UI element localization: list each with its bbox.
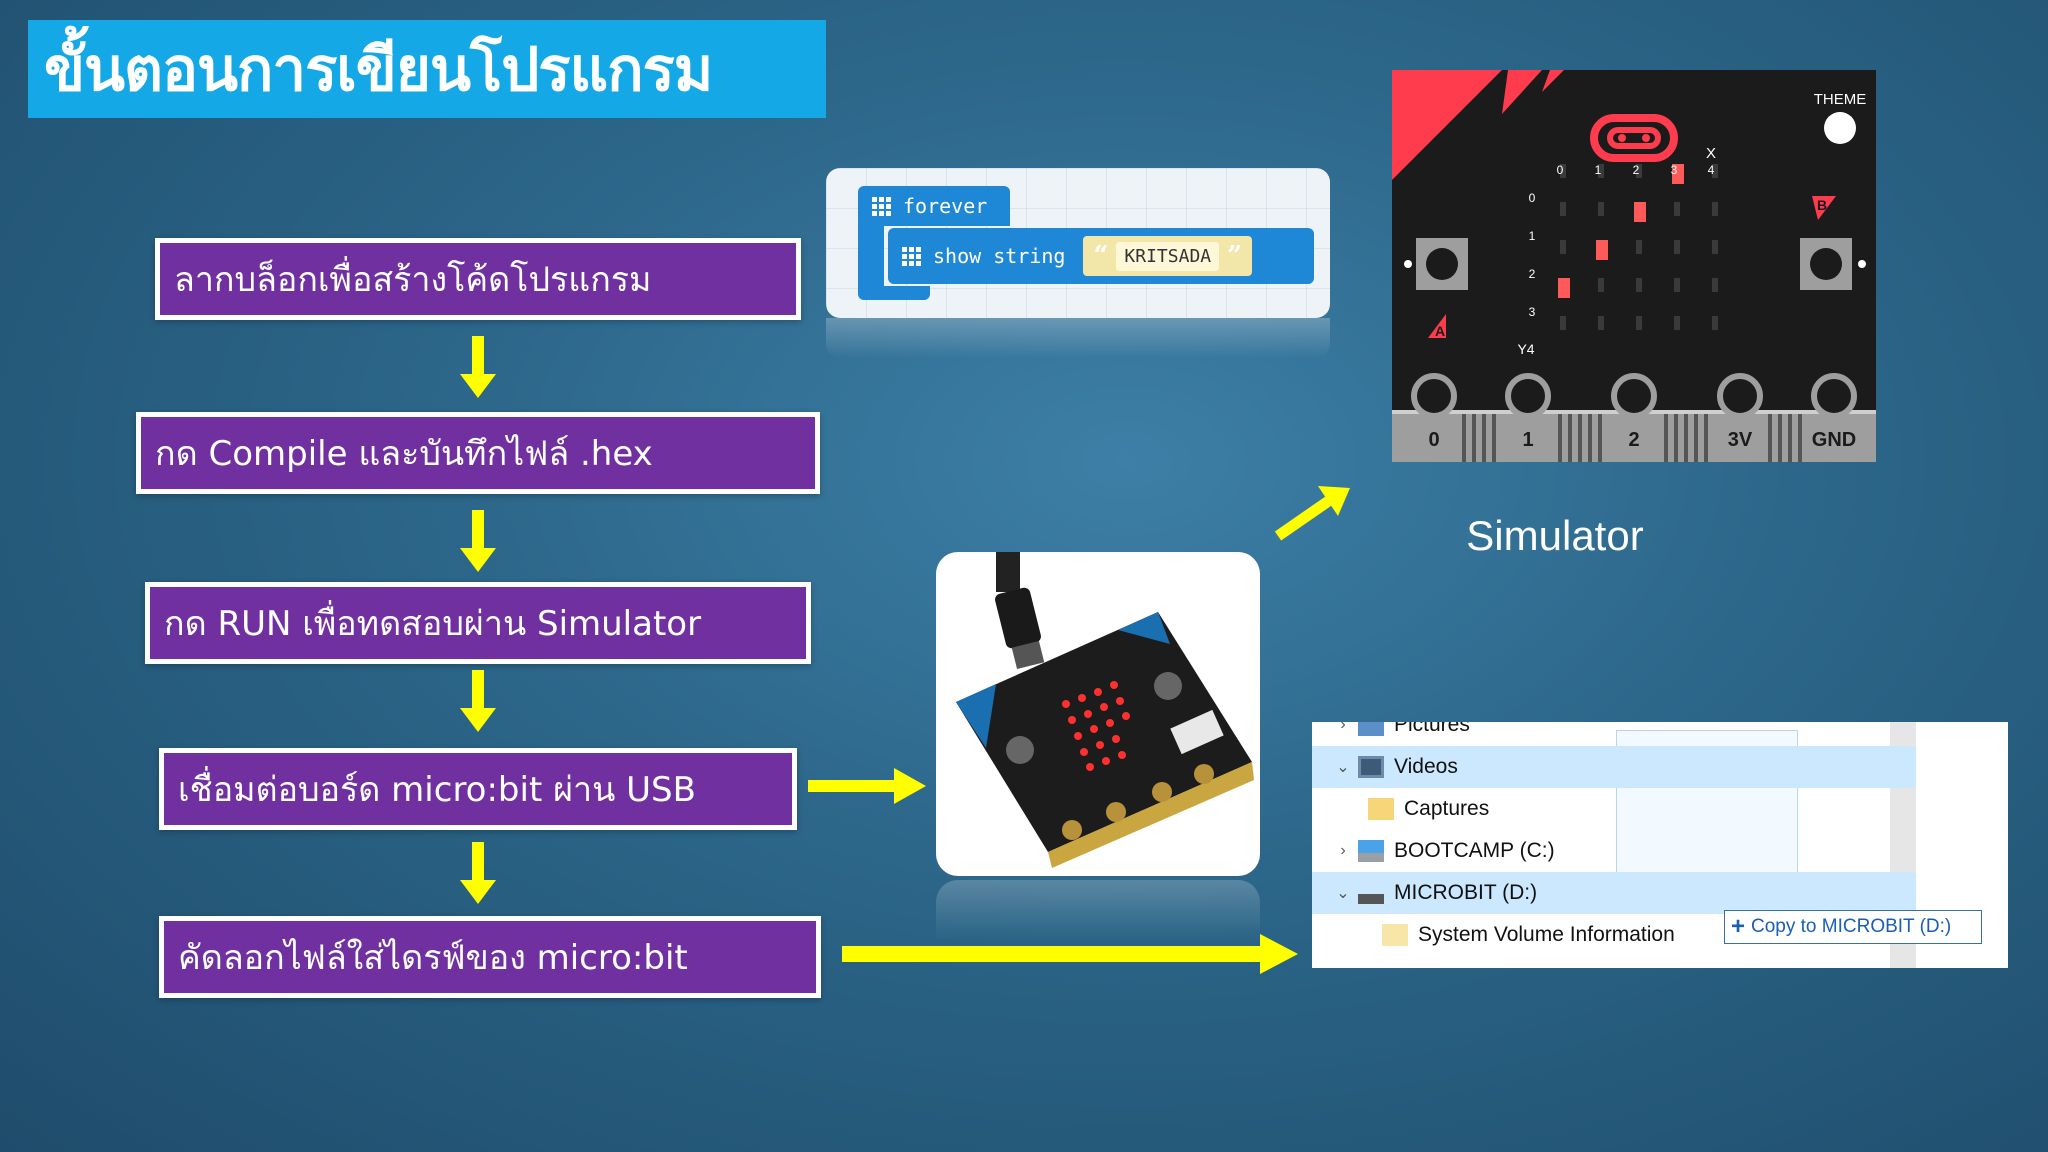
down-arrow-icon: [460, 336, 496, 398]
microbit-simulator: THEME X 4 0 1 2 3 0 1 2 3 Y4 A B 0 1 2 3…: [1392, 70, 1876, 462]
tree-item-bootcamp[interactable]: › BOOTCAMP (C:): [1312, 830, 1912, 872]
forever-block-body: [858, 226, 884, 288]
copy-to-tooltip: + Copy to MICROBIT (D:): [1724, 910, 1982, 944]
tree-item-pictures[interactable]: › Pictures: [1312, 722, 1912, 746]
show-string-block: show string “ KRITSADA ”: [888, 228, 1314, 284]
pin-label: 0: [1428, 429, 1439, 451]
down-arrow-icon: [460, 670, 496, 732]
simulator-caption: Simulator: [1466, 512, 1644, 559]
col-label: 2: [1633, 163, 1640, 177]
tree-item-captures[interactable]: Captures: [1312, 788, 1912, 830]
close-quote: ”: [1227, 241, 1243, 271]
code-reflection: [826, 318, 1330, 358]
step-label: คัดลอกไฟล์ใส่ไดรฟ์ของ micro:bit: [178, 938, 688, 978]
pin-label: 3V: [1728, 429, 1753, 451]
down-arrow-icon: [460, 842, 496, 904]
forever-label: forever: [903, 194, 988, 218]
slide-title: ขั้นตอนการเขียนโปรแกรม: [44, 34, 713, 105]
string-value: KRITSADA: [1116, 241, 1220, 271]
slide-title-banner: ขั้นตอนการเขียนโปรแกรม: [28, 20, 826, 118]
button-b-label: B: [1817, 197, 1827, 213]
pin-rings: [1411, 373, 1857, 419]
tree-item-label: MICROBIT (D:): [1394, 881, 1538, 904]
folder-icon: [1382, 924, 1408, 946]
col-label: 1: [1595, 163, 1602, 177]
step-run-simulator: กด RUN เพื่อทดสอบผ่าน Simulator: [145, 582, 811, 664]
microbit-photo: [936, 552, 1260, 876]
windows-drive-icon: [1358, 840, 1384, 862]
pin-label: 2: [1628, 429, 1639, 451]
x-axis-label: X: [1706, 145, 1716, 162]
microbit-board-illustration: [956, 552, 1254, 868]
step-label: กด RUN เพื่อทดสอบผ่าน Simulator: [164, 604, 702, 644]
row-label: 3: [1529, 305, 1536, 319]
file-explorer-screenshot: › Pictures ⌄ Videos Captures › BOOTCAMP …: [1312, 722, 2008, 968]
step-label: ลากบล็อกเพื่อสร้างโค้ดโปรแกรม: [174, 260, 652, 300]
string-input: “ KRITSADA ”: [1083, 236, 1253, 276]
tree-item-system-volume[interactable]: System Volume Information: [1312, 914, 1912, 956]
tree-item-videos[interactable]: ⌄ Videos: [1312, 746, 1916, 788]
photo-reflection: [936, 880, 1260, 940]
row-label: 1: [1529, 229, 1536, 243]
led-matrix: [1558, 164, 1718, 330]
right-arrow-icon: [842, 934, 1298, 974]
button-a-label: A: [1435, 323, 1445, 339]
col-label: 0: [1557, 163, 1564, 177]
row-label: 0: [1529, 191, 1536, 205]
right-arrow-icon: [808, 768, 926, 804]
chevron-down-icon[interactable]: ⌄: [1336, 885, 1350, 902]
show-string-label: show string: [933, 244, 1066, 268]
chevron-down-icon[interactable]: ⌄: [1336, 759, 1350, 776]
col-label: 3: [1671, 163, 1678, 177]
tree-item-label: System Volume Information: [1418, 923, 1675, 946]
forever-block: forever: [858, 186, 1010, 226]
x-axis-tick: 4: [1708, 163, 1715, 177]
pin-label: 1: [1522, 429, 1533, 451]
pin-label: GND: [1812, 429, 1856, 451]
step-compile-save: กด Compile และบันทึกไฟล์ .hex: [136, 412, 820, 494]
tree-item-label: Captures: [1404, 797, 1490, 820]
usb-drive-icon: [1358, 882, 1384, 904]
step-label: เชื่อมต่อบอร์ด micro:bit ผ่าน USB: [178, 770, 696, 810]
pictures-icon: [1358, 722, 1384, 736]
open-quote: “: [1093, 241, 1109, 271]
tree-item-label: Videos: [1394, 755, 1458, 778]
step-drag-blocks: ลากบล็อกเพื่อสร้างโค้ดโปรแกรม: [155, 238, 801, 320]
step-label: กด Compile และบันทึกไฟล์ .hex: [155, 434, 653, 474]
grid-icon: [872, 196, 891, 216]
makecode-block-screenshot: forever show string “ KRITSADA ”: [826, 168, 1330, 318]
chevron-right-icon[interactable]: ›: [1340, 722, 1346, 733]
grid-icon: [902, 246, 921, 266]
down-arrow-icon: [460, 510, 496, 572]
tree-item-label: BOOTCAMP (C:): [1394, 839, 1555, 862]
simulator-board: THEME X 4 0 1 2 3 0 1 2 3 Y4 A B 0 1 2 3…: [1392, 70, 1876, 462]
copy-tooltip-label: Copy to MICROBIT (D:): [1751, 916, 1952, 937]
y-axis-label: Y4: [1517, 341, 1534, 357]
videos-icon: [1358, 756, 1384, 778]
step-connect-usb: เชื่อมต่อบอร์ด micro:bit ผ่าน USB: [159, 748, 797, 830]
diagonal-arrow-icon: [1274, 486, 1350, 541]
chevron-right-icon[interactable]: ›: [1340, 842, 1346, 859]
theme-label: THEME: [1814, 91, 1867, 108]
tree-item-label: Pictures: [1394, 722, 1470, 736]
edge-connector-strips: [1462, 414, 1802, 462]
step-copy-file: คัดลอกไฟล์ใส่ไดรฟ์ของ micro:bit: [159, 916, 821, 998]
plus-icon: +: [1731, 913, 1746, 940]
forever-block-foot: [858, 286, 930, 300]
folder-icon: [1368, 798, 1394, 820]
row-label: 2: [1529, 267, 1536, 281]
tree-item-microbit[interactable]: ⌄ MICROBIT (D:): [1312, 872, 1916, 914]
